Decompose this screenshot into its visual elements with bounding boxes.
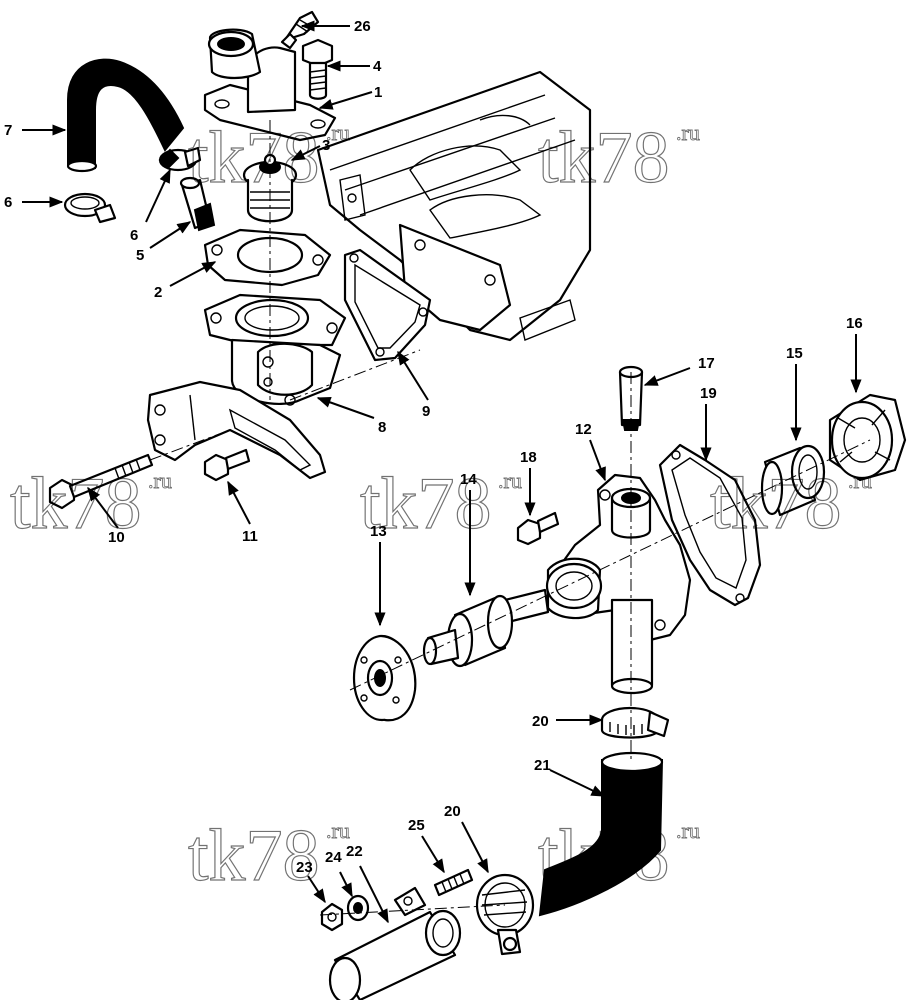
callout-6-left: 6 bbox=[4, 194, 12, 211]
watermarks: tk78 .ru tk78 .ru tk78 .ru tk78 .ru tk78… bbox=[9, 116, 872, 897]
svg-text:.ru: .ru bbox=[676, 120, 700, 145]
callout-25: 25 bbox=[408, 817, 425, 834]
callout-24: 24 bbox=[325, 849, 342, 866]
callout-10: 10 bbox=[108, 529, 125, 546]
svg-text:.ru: .ru bbox=[148, 468, 172, 493]
bolt-4 bbox=[301, 38, 334, 100]
callout-20-upper: 20 bbox=[532, 713, 549, 730]
lower-hose bbox=[538, 751, 664, 917]
svg-text:tk78: tk78 bbox=[188, 815, 320, 897]
watermark-top-right: tk78 .ru bbox=[537, 116, 700, 199]
bolt-10 bbox=[48, 453, 154, 510]
hose-clamp-20-upper bbox=[600, 706, 670, 739]
svg-text:tk78: tk78 bbox=[10, 463, 142, 545]
washer-24 bbox=[346, 894, 370, 922]
svg-text:.ru: .ru bbox=[676, 818, 700, 843]
callout-19: 18 bbox=[520, 449, 537, 466]
gasket-9 bbox=[343, 248, 432, 362]
nut-23 bbox=[320, 902, 344, 932]
callout-12: 12 bbox=[575, 421, 592, 438]
hose-nipple bbox=[179, 176, 216, 232]
water-pipe bbox=[328, 886, 462, 1000]
svg-text:.ru: .ru bbox=[498, 468, 522, 493]
stud-25 bbox=[433, 868, 474, 897]
watermark-middle-center: tk78 .ru bbox=[359, 462, 522, 545]
callout-13: 13 bbox=[370, 523, 387, 540]
callout-18: 19 bbox=[700, 385, 717, 402]
impeller bbox=[828, 393, 907, 482]
svg-text:.ru: .ru bbox=[326, 120, 350, 145]
water-pump-body bbox=[545, 473, 692, 695]
callout-labels: 26 4 1 3 7 6 6 5 2 8 9 10 11 13 14 12 18… bbox=[4, 18, 863, 876]
callout-23: 23 bbox=[296, 859, 313, 876]
callout-3: 3 bbox=[322, 137, 330, 154]
callout-17: 17 bbox=[698, 355, 715, 372]
callout-4: 4 bbox=[373, 58, 382, 75]
callout-1: 1 bbox=[374, 84, 382, 101]
svg-text:tk78: tk78 bbox=[360, 463, 492, 545]
svg-text:tk78: tk78 bbox=[188, 117, 320, 199]
watermark-middle-left: tk78 .ru bbox=[9, 462, 172, 545]
callout-15: 15 bbox=[786, 345, 803, 362]
svg-text:tk78: tk78 bbox=[538, 815, 670, 897]
bolt-19 bbox=[516, 511, 560, 546]
watermark-top-left: tk78 .ru bbox=[187, 116, 350, 199]
pump-shaft-bearing bbox=[422, 588, 550, 668]
callout-8: 8 bbox=[378, 419, 386, 436]
bearing-15 bbox=[760, 444, 826, 517]
callout-14: 14 bbox=[460, 471, 477, 488]
svg-text:tk78: tk78 bbox=[710, 463, 842, 545]
callout-11: 11 bbox=[242, 528, 258, 545]
hose-clamp-6-middle bbox=[158, 146, 202, 172]
gasket-2 bbox=[203, 228, 332, 287]
pulley-flange bbox=[352, 634, 417, 722]
watermark-middle-right: tk78 .ru bbox=[709, 462, 872, 545]
leader-lines bbox=[22, 20, 862, 924]
svg-text:.ru: .ru bbox=[848, 468, 872, 493]
water-outlet bbox=[203, 293, 347, 406]
callout-9: 9 bbox=[422, 403, 430, 420]
callout-5: 5 bbox=[136, 247, 144, 264]
callout-26: 26 bbox=[354, 18, 371, 35]
callout-2: 2 bbox=[154, 284, 162, 301]
adjusting-bracket bbox=[146, 380, 327, 480]
callout-6-middle: 6 bbox=[130, 227, 138, 244]
hose-clamp-20-lower bbox=[475, 873, 535, 956]
hose-clamp-6-left bbox=[63, 192, 117, 224]
callout-7: 7 bbox=[4, 122, 12, 139]
thermostat-housing bbox=[203, 28, 337, 142]
callout-21: 21 bbox=[534, 757, 551, 774]
watermark-bottom-left: tk78 .ru bbox=[187, 814, 350, 897]
svg-text:tk78: tk78 bbox=[538, 117, 670, 199]
callout-22: 22 bbox=[346, 843, 363, 860]
bolt-11 bbox=[203, 448, 251, 482]
callout-16: 16 bbox=[846, 315, 863, 332]
watermark-bottom-right: tk78 .ru bbox=[537, 814, 700, 897]
bypass-hose bbox=[66, 58, 185, 173]
svg-text:.ru: .ru bbox=[326, 818, 350, 843]
callout-20-lower: 20 bbox=[444, 803, 461, 820]
